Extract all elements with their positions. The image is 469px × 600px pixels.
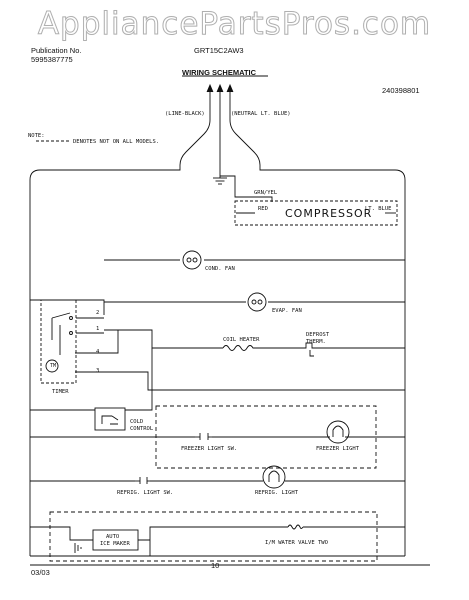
refrig-light-bulb-icon	[262, 465, 286, 489]
note-text: DENOTES NOT ON ALL MODELS.	[73, 139, 160, 145]
coil-heater-label: COIL HEATER	[223, 337, 260, 343]
timer-wire-3	[75, 371, 405, 391]
coil-heater-icon	[222, 345, 260, 351]
wire-red: RED	[258, 206, 268, 212]
timer-wire-2	[30, 299, 105, 315]
document-number: 240398801	[382, 86, 420, 95]
page-title: WIRING SCHEMATIC	[182, 68, 257, 77]
timer-motor-icon	[45, 359, 59, 373]
compressor-box	[234, 200, 398, 226]
timer-contacts-icon	[51, 312, 73, 355]
watermark-logo: AppliancePartsPros.com	[37, 6, 432, 43]
cold-control-label-1: COLD	[130, 419, 144, 425]
ice-maker-label-1: AUTO	[106, 534, 120, 540]
line-wire	[29, 103, 211, 556]
publication-label: Publication No.	[31, 46, 82, 55]
ice-maker-compartment-box	[49, 511, 378, 562]
evap-fan-icon	[247, 292, 267, 312]
publication-number: 5995387775	[31, 55, 73, 64]
ice-maker-ground-icon	[74, 543, 82, 553]
cold-control-label-2: CONTROL	[130, 426, 154, 432]
refrig-light-switch-icon	[135, 477, 150, 484]
water-valve-label: I/M WATER VALVE TWO	[265, 540, 328, 546]
line-label: (LINE-BLACK)	[165, 111, 205, 117]
cold-control-box	[94, 407, 126, 431]
ice-maker-label-2: ICE MAKER	[100, 541, 130, 547]
footer-page-number: 10	[211, 561, 220, 570]
coil-heater-wire	[104, 329, 405, 349]
footer-date: 03/03	[31, 568, 50, 577]
freezer-light-switch-icon	[195, 433, 212, 440]
model-number: GRT15C2AW3	[194, 46, 244, 55]
freezer-light-sw-label: FREEZER LIGHT SW.	[181, 446, 238, 452]
timer-terminal-2: 2	[96, 310, 100, 316]
defrost-therm-label-2: THERM.	[306, 339, 326, 345]
cold-control-icon	[101, 415, 119, 425]
ice-maker-box	[92, 529, 139, 551]
timer-wire-4	[75, 330, 119, 354]
refrig-light-sw-label: REFRIG. LIGHT SW.	[117, 490, 174, 496]
cond-fan-icon	[182, 250, 202, 270]
timer-terminal-1: 1	[96, 326, 100, 332]
plug-icon	[206, 83, 234, 103]
timer-label: TIMER	[52, 389, 69, 395]
freezer-light-bulb-icon	[326, 420, 350, 444]
evap-fan-label: EVAP. FAN	[272, 308, 302, 314]
cold-control-wire	[30, 348, 153, 411]
timer-box	[40, 299, 77, 384]
compressor-label: COMPRESSOR	[285, 207, 373, 220]
note-label: NOTE:	[28, 133, 45, 139]
defrost-therm-icon	[302, 342, 320, 357]
neutral-label: (NEUTRAL LT. BLUE)	[231, 111, 291, 117]
ground-icon	[213, 177, 227, 185]
ice-maker-wire	[30, 526, 405, 557]
wire-grn-yel: GRN/YEL	[254, 190, 278, 196]
cond-fan-label: COND. FAN	[205, 266, 235, 272]
timer-terminal-4: 4	[96, 349, 100, 355]
water-valve-icon	[287, 524, 304, 530]
timer-terminal-3: 3	[96, 368, 100, 374]
wire-lt-blue: LT. BLUE	[365, 206, 392, 212]
timer-motor-label: TM	[50, 363, 57, 369]
grn-yel-wire	[220, 175, 273, 202]
defrost-therm-label-1: DEFROST	[306, 332, 330, 338]
freezer-light-label: FREEZER LIGHT	[316, 446, 360, 452]
neutral-wire	[229, 103, 406, 556]
refrig-light-label: REFRIG. LIGHT	[255, 490, 299, 496]
